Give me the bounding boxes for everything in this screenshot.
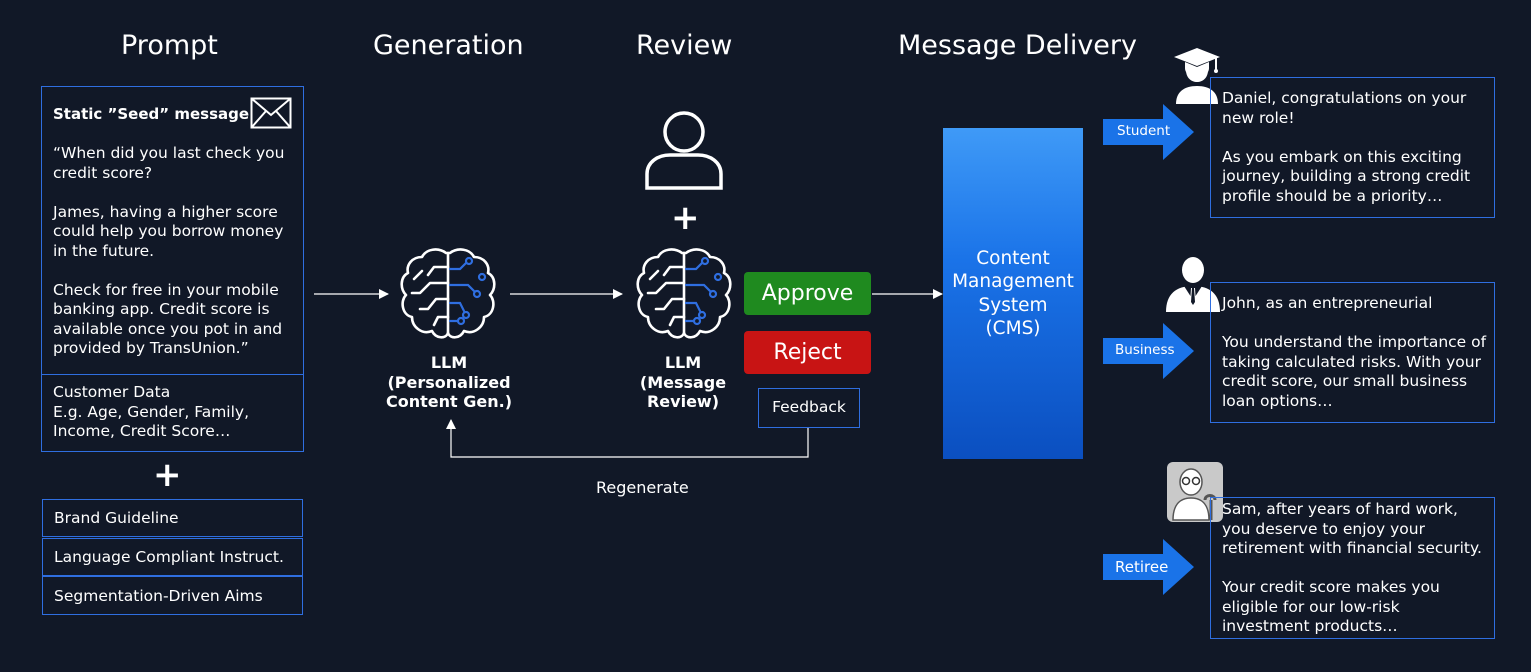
- envelope-icon: [250, 97, 292, 129]
- retiree-arrow: [1103, 539, 1194, 595]
- review-brain-icon: [636, 248, 732, 339]
- plus-icon: +: [153, 455, 182, 495]
- feedback-box[interactable]: Feedback: [758, 388, 860, 428]
- review-plus-icon: +: [671, 198, 700, 238]
- cms-box: Content Management System (CMS): [943, 128, 1083, 459]
- seed-message-body: “When did you last check you credit scor…: [53, 144, 285, 357]
- segment-label-retiree: Retiree: [1115, 558, 1169, 576]
- customer-data-text: Customer Data E.g. Age, Gender, Family, …: [53, 383, 250, 440]
- businessman-icon: [1166, 257, 1220, 312]
- stage-title-delivery: Message Delivery: [898, 30, 1137, 61]
- person-icon: [645, 111, 723, 190]
- student-message-text: Daniel, congratulations on your new role…: [1222, 89, 1471, 205]
- language-instruct-label: Language Compliant Instruct.: [54, 548, 284, 566]
- seed-message-box: Static ”Seed” message “When did you last…: [41, 86, 304, 375]
- seed-message-title: Static ”Seed” message: [53, 105, 250, 123]
- llm-generation-label: LLM (Personalized Content Gen.): [386, 353, 512, 411]
- arrow-regenerate-loop: [446, 419, 809, 458]
- business-message-box: John, as an entrepreneurial You understa…: [1210, 282, 1495, 423]
- customer-data-box: Customer Data E.g. Age, Gender, Family, …: [41, 374, 304, 452]
- stage-title-generation: Generation: [373, 30, 524, 61]
- business-arrow: [1103, 323, 1194, 379]
- approve-button[interactable]: Approve: [744, 272, 871, 315]
- segment-label-business: Business: [1115, 342, 1175, 358]
- retiree-message-text: Sam, after years of hard work, you deser…: [1222, 500, 1482, 635]
- segmentation-aims-label: Segmentation-Driven Aims: [54, 587, 263, 605]
- llm-review-label: LLM (Message Review): [639, 353, 727, 411]
- regenerate-label: Regenerate: [596, 478, 689, 497]
- business-message-text: John, as an entrepreneurial You understa…: [1222, 294, 1487, 410]
- language-instruct-box: Language Compliant Instruct.: [42, 538, 303, 576]
- student-arrow: [1103, 104, 1194, 160]
- brand-guideline-box: Brand Guideline: [42, 499, 303, 537]
- elderly-person-icon: [1167, 462, 1223, 522]
- retiree-message-box: Sam, after years of hard work, you deser…: [1210, 497, 1495, 639]
- stage-title-prompt: Prompt: [121, 30, 218, 61]
- stage-title-review: Review: [636, 30, 733, 61]
- brand-guideline-label: Brand Guideline: [54, 509, 179, 527]
- segment-label-student: Student: [1117, 123, 1171, 139]
- feedback-label: Feedback: [772, 398, 846, 417]
- graduate-icon: [1174, 48, 1220, 104]
- segmentation-aims-box: Segmentation-Driven Aims: [42, 576, 303, 615]
- brain-icon: [400, 248, 496, 339]
- reject-button[interactable]: Reject: [744, 331, 871, 374]
- student-message-box: Daniel, congratulations on your new role…: [1210, 77, 1495, 218]
